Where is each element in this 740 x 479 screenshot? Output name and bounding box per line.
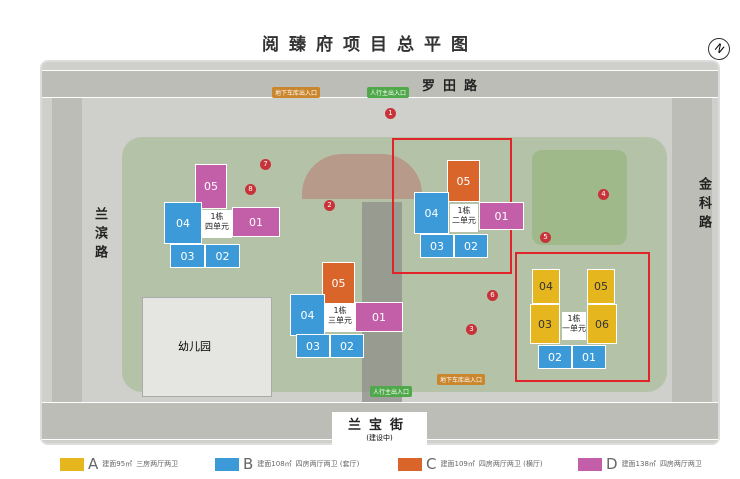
unit-06[interactable]: 06 (587, 304, 617, 344)
legend-letter: A (88, 455, 99, 473)
road-name-right: 金科路 (696, 177, 711, 234)
legend-desc: 四房两厅两卫 (659, 460, 702, 468)
road-name-left: 兰滨路 (92, 207, 107, 264)
unit-03[interactable]: 03 (530, 304, 560, 344)
pedestrian-entrance-top: 人行主出入口 (367, 87, 410, 98)
pedestrian-entrance-bottom: 人行主出入口 (370, 386, 413, 397)
legend-swatch (578, 457, 602, 471)
building-label: 1栋 二单元 (450, 204, 478, 232)
marker: 3 (466, 324, 477, 335)
building-label: 1栋 一单元 (562, 312, 586, 340)
road-name-top: 罗田路 (422, 79, 486, 94)
legend-desc: 三房两厅两卫 (136, 460, 179, 468)
unit-02[interactable]: 02 (330, 334, 364, 358)
page-title: 阅臻府项目总平图 (262, 35, 478, 55)
legend-letter: D (606, 455, 618, 473)
road-right (672, 98, 712, 438)
marker: 6 (487, 290, 498, 301)
road-note: (建设中) (366, 434, 393, 442)
building-label: 1栋 三单元 (325, 304, 355, 332)
unit-05[interactable]: 05 (195, 164, 227, 209)
marker: 2 (324, 200, 335, 211)
marker: 5 (540, 232, 551, 243)
legend-letter: B (243, 455, 254, 473)
marker: 7 (260, 159, 271, 170)
road-left (52, 98, 82, 438)
legend-letter: C (426, 455, 437, 473)
legend-area: 建面109㎡ (440, 460, 475, 468)
unit-02[interactable]: 02 (538, 345, 572, 369)
kindergarten: 幼儿园 (142, 297, 272, 397)
highlight-box (515, 252, 650, 382)
legend-desc: 四房两厅两卫 (套厅) (295, 460, 360, 468)
unit-05[interactable]: 05 (322, 262, 355, 304)
legend-area: 建面138㎡ (621, 460, 656, 468)
compass-label: N (711, 40, 727, 57)
unit-04[interactable]: 04 (532, 269, 560, 304)
building-label: 1栋 四单元 (202, 210, 232, 238)
legend-swatch (398, 457, 422, 471)
road-name-bottom: 兰宝街 (348, 418, 412, 433)
marker: 1 (385, 108, 396, 119)
marker: 4 (598, 189, 609, 200)
unit-02[interactable]: 02 (454, 234, 488, 258)
legend-desc: 四房两厅两卫 (横厅) (478, 460, 543, 468)
legend-swatch (60, 457, 84, 471)
unit-01[interactable]: 01 (572, 345, 606, 369)
marker: 8 (245, 184, 256, 195)
legend-swatch (215, 457, 239, 471)
unit-03[interactable]: 03 (296, 334, 330, 358)
site-plan: 罗田路 兰滨路 金科路 兰宝街 (建设中) 幼儿园 05 1栋 四单元 01 0… (40, 60, 720, 445)
road-bottom-label: 兰宝街 (建设中) (332, 412, 428, 445)
unit-04[interactable]: 04 (164, 202, 202, 244)
garage-entrance-bottom: 地下车库出入口 (437, 374, 486, 385)
unit-05[interactable]: 05 (587, 269, 615, 304)
unit-02[interactable]: 02 (205, 244, 240, 268)
unit-04[interactable]: 04 (414, 192, 449, 234)
unit-01[interactable]: 01 (479, 202, 524, 230)
unit-03[interactable]: 03 (420, 234, 454, 258)
legend-area: 建面95㎡ (102, 460, 133, 468)
garage-entrance-top: 地下车库出入口 (272, 87, 321, 98)
unit-04[interactable]: 04 (290, 294, 325, 336)
unit-03[interactable]: 03 (170, 244, 205, 268)
unit-01[interactable]: 01 (355, 302, 403, 332)
unit-05[interactable]: 05 (447, 160, 480, 202)
unit-01[interactable]: 01 (232, 207, 280, 237)
garden-right (532, 150, 627, 245)
kindergarten-label: 幼儿园 (178, 340, 211, 353)
central-plaza (302, 154, 422, 199)
legend-area: 建面108㎡ (257, 460, 292, 468)
